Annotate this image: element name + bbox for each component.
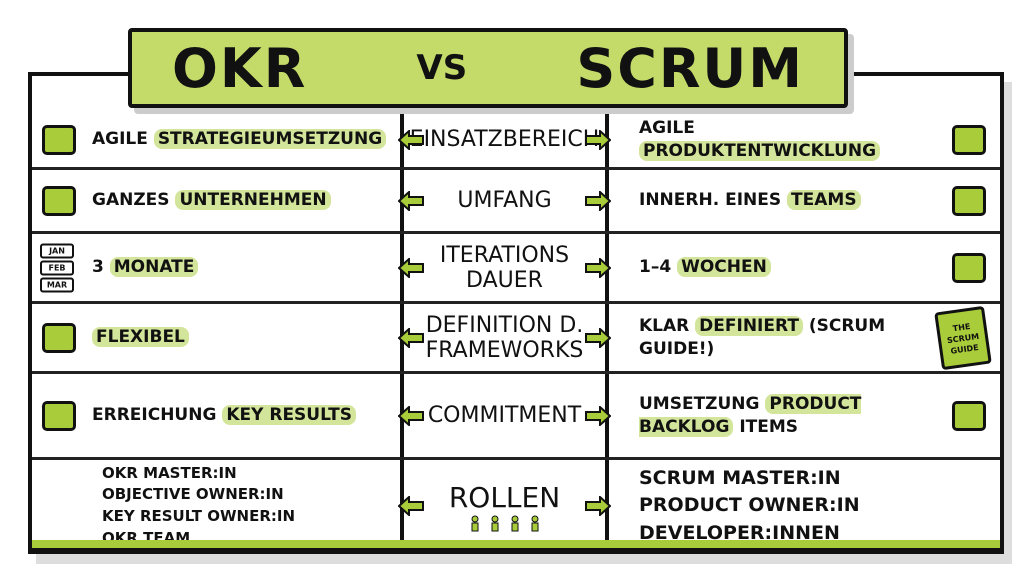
month-label: JAN xyxy=(40,243,74,258)
okr-text: GANZES xyxy=(92,190,176,211)
scrum-role: SCRUM MASTER:IN xyxy=(639,466,841,489)
month-label: MAR xyxy=(40,277,74,292)
scrum-cell: UMSETZUNG PRODUCT BACKLOG ITEMS xyxy=(639,393,928,437)
people-icon xyxy=(471,515,538,531)
okr-cell: GANZES UNTERNEHMEN xyxy=(92,189,331,211)
scrum-text: WOCHEN xyxy=(677,257,771,278)
okr-text: ERREICHUNG xyxy=(92,405,223,426)
scrum-guide-book-icon: THE SCRUM GUIDE xyxy=(934,305,992,370)
target-icon xyxy=(42,124,76,155)
arrow-right-icon xyxy=(585,496,611,516)
okr-text: AGILE xyxy=(92,129,154,150)
scrum-text: UMSETZUNG xyxy=(639,394,766,415)
okr-text: UNTERNEHMEN xyxy=(175,190,331,211)
title-banner: OKR VS SCRUM xyxy=(128,28,848,108)
arrow-right-icon xyxy=(585,327,611,348)
calendar-months-icon: JAN FEB MAR xyxy=(40,243,74,292)
scrum-cell: 1–4 WOCHEN xyxy=(639,256,771,278)
category-label: UMFANG xyxy=(457,188,552,213)
okr-cell: ERREICHUNG KEY RESULTS xyxy=(92,404,356,426)
okr-text: STRATEGIEUMSETZUNG xyxy=(153,129,387,150)
vs-label: VS xyxy=(416,48,468,88)
row-2: JAN FEB MAR 3 MONATE ITERATIONS DAUER 1–4 W… xyxy=(32,234,1000,304)
row-3: FLEXIBEL DEFINITION D. FRAMEWORKS KLAR D… xyxy=(32,304,1000,374)
scrum-cell: INNERH. EINES TEAMS xyxy=(639,189,861,211)
arrow-left-icon xyxy=(398,405,424,426)
okr-text: KEY RESULTS xyxy=(222,405,356,426)
arrow-right-icon xyxy=(585,405,611,426)
scrum-role: DEVELOPER:INNEN xyxy=(639,521,840,544)
branching-arrows-icon xyxy=(42,322,76,353)
arrow-left-icon xyxy=(398,190,424,211)
arrow-left-icon xyxy=(398,257,424,278)
category-label: ITERATIONS DAUER xyxy=(439,242,570,293)
arrow-right-icon xyxy=(585,129,611,150)
okr-cell: AGILE STRATEGIEUMSETZUNG xyxy=(92,128,387,150)
arrow-left-icon xyxy=(398,496,424,516)
okr-title: OKR xyxy=(172,36,308,100)
okr-text: MONATE xyxy=(109,257,199,278)
okr-role: OKR TEAM xyxy=(102,528,191,547)
scrum-text: PRODUKTENTWICKLUNG xyxy=(639,140,881,161)
okr-cell: 3 MONATE xyxy=(92,256,199,278)
month-label: FEB xyxy=(40,260,74,275)
arrow-left-icon xyxy=(398,327,424,348)
scrum-text: (SCRUM GUIDE!) xyxy=(639,316,886,359)
okr-role: KEY RESULT OWNER:IN xyxy=(102,507,296,525)
category-label: DEFINITION D. FRAMEWORKS xyxy=(425,312,584,363)
row-4: ERREICHUNG KEY RESULTS COMMITMENT UMSETZ… xyxy=(32,374,1000,460)
okr-cell: FLEXIBEL xyxy=(92,326,189,348)
okr-text: 3 xyxy=(92,257,110,278)
scrum-cell: AGILE PRODUKTENTWICKLUNG xyxy=(639,117,928,161)
arrow-right-icon xyxy=(585,257,611,278)
category-label: EINSATZBEREICH xyxy=(409,127,600,152)
tools-icon xyxy=(952,124,986,155)
row-1: GANZES UNTERNEHMEN UMFANG INNERH. EINES … xyxy=(32,170,1000,234)
category-label: COMMITMENT xyxy=(427,403,582,428)
scrum-text: INNERH. EINES xyxy=(639,190,788,211)
row-0: AGILE STRATEGIEUMSETZUNG EINSATZBEREICH … xyxy=(32,112,1000,170)
arrow-right-icon xyxy=(585,190,611,211)
okr-role: OKR MASTER:IN xyxy=(102,463,237,482)
scrum-text: TEAMS xyxy=(787,190,861,211)
comparison-board: AGILE STRATEGIEUMSETZUNG EINSATZBEREICH … xyxy=(28,72,1004,554)
checklist-icon xyxy=(42,400,76,431)
okr-role: OBJECTIVE OWNER:IN xyxy=(102,485,284,504)
scrum-role: PRODUCT OWNER:IN xyxy=(639,494,860,517)
scrum-text: DEFINIERT xyxy=(695,316,803,337)
category-label: ROLLEN xyxy=(448,480,561,514)
okr-text: FLEXIBEL xyxy=(92,327,189,348)
backlog-stack-icon xyxy=(952,400,986,431)
scrum-title: SCRUM xyxy=(576,36,804,100)
scrum-text: ITEMS xyxy=(733,416,799,437)
scrum-cell: KLAR DEFINIERT (SCRUM GUIDE!) xyxy=(639,315,928,359)
arrow-left-icon xyxy=(398,129,424,150)
scrum-text: KLAR xyxy=(639,316,696,337)
calendar-icon xyxy=(952,252,986,283)
scrum-text: 1–4 xyxy=(639,257,678,278)
scrum-text: AGILE xyxy=(639,118,695,139)
building-icon xyxy=(42,185,76,216)
team-icon xyxy=(952,185,986,216)
row-5: OKR MASTER:IN OBJECTIVE OWNER:IN KEY RESUL… xyxy=(32,460,1000,552)
book-title: THE SCRUM GUIDE xyxy=(946,320,980,355)
